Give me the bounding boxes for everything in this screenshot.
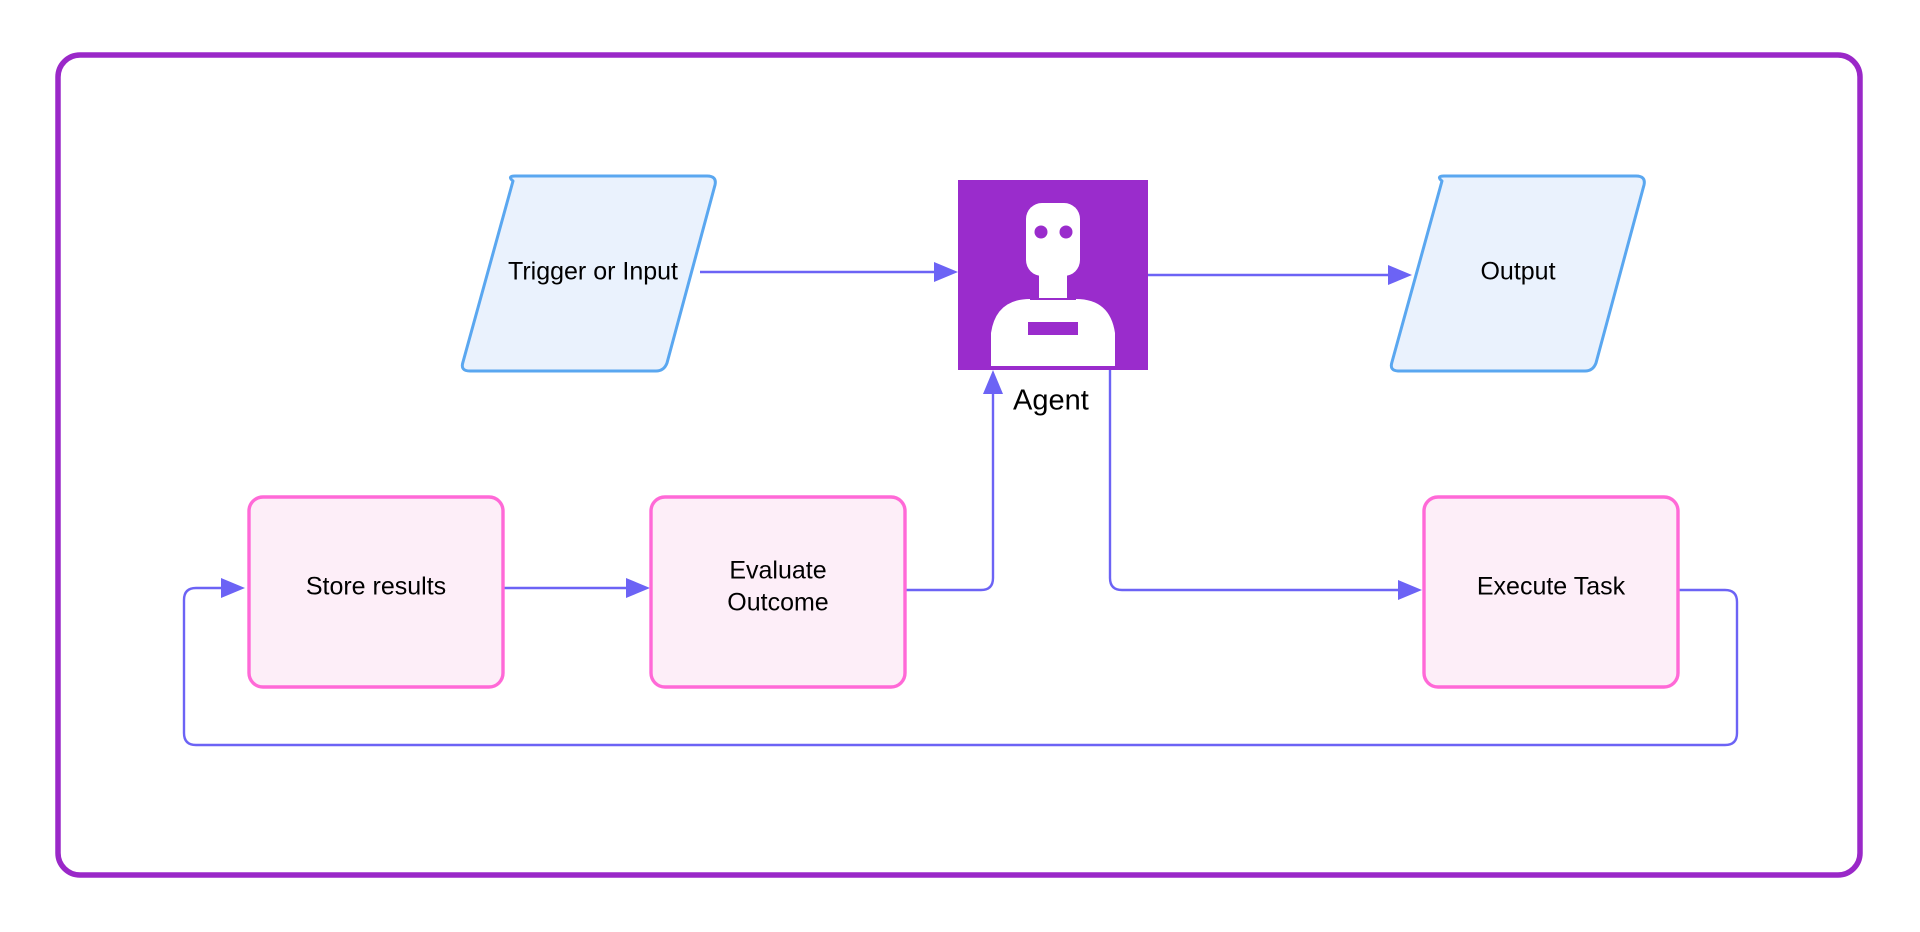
- output-label: Output: [1480, 258, 1555, 286]
- agent-label: Agent: [1013, 385, 1089, 417]
- node-evaluate-outcome[interactable]: Evaluate Outcome: [649, 495, 907, 689]
- edge-evaluate-outcome-to-agent-arrowhead: [983, 370, 1003, 394]
- edge-agent-to-execute-task-line: [1108, 370, 1402, 592]
- trigger-or-input-label: Trigger or Input: [508, 258, 678, 286]
- edge-execute-task-to-store-results-arrowhead: [221, 578, 245, 598]
- output-shape[interactable]: [1389, 174, 1646, 373]
- edge-trigger-to-agent: [700, 262, 958, 282]
- evaluate-outcome-shape[interactable]: [649, 495, 907, 689]
- node-output[interactable]: Output: [1389, 174, 1646, 373]
- edge-execute-task-to-store-results-line: [182, 586, 1739, 747]
- edge-agent-to-execute-task: [1108, 370, 1422, 600]
- edge-execute-task-to-store-results: [182, 578, 1739, 747]
- robot-chest-slot: [1028, 322, 1078, 335]
- edge-store-results-to-evaluate-outcome: [504, 578, 650, 598]
- edge-agent-to-output-arrowhead: [1388, 265, 1412, 285]
- edge-agent-to-execute-task-arrowhead: [1398, 580, 1422, 600]
- robot-eye-right: [1059, 225, 1073, 239]
- robot-icon: [991, 203, 1115, 366]
- node-agent[interactable]: Agent: [958, 180, 1148, 417]
- evaluate-outcome-label-line-1: Evaluate: [729, 557, 826, 585]
- node-store-results[interactable]: Store results: [247, 495, 505, 689]
- edge-trigger-to-agent-arrowhead: [934, 262, 958, 282]
- robot-neck: [1039, 275, 1067, 298]
- node-execute-task[interactable]: Execute Task: [1422, 495, 1680, 689]
- robot-head: [1026, 203, 1080, 276]
- robot-eye-left: [1034, 225, 1048, 239]
- trigger-or-input-shape[interactable]: [460, 174, 717, 373]
- edge-evaluate-outcome-to-agent: [906, 370, 1003, 592]
- node-trigger-or-input[interactable]: Trigger or Input: [460, 174, 717, 373]
- store-results-label: Store results: [306, 573, 446, 601]
- edge-agent-to-output: [1148, 265, 1412, 285]
- diagram-container-frame: [55, 52, 1863, 878]
- execute-task-shape[interactable]: [1422, 495, 1680, 689]
- edge-evaluate-outcome-to-agent-line: [906, 392, 995, 592]
- store-results-shape[interactable]: [247, 495, 505, 689]
- execute-task-label: Execute Task: [1477, 573, 1626, 601]
- edge-store-results-to-evaluate-outcome-arrowhead: [626, 578, 650, 598]
- evaluate-outcome-label-line-2: Outcome: [727, 589, 828, 617]
